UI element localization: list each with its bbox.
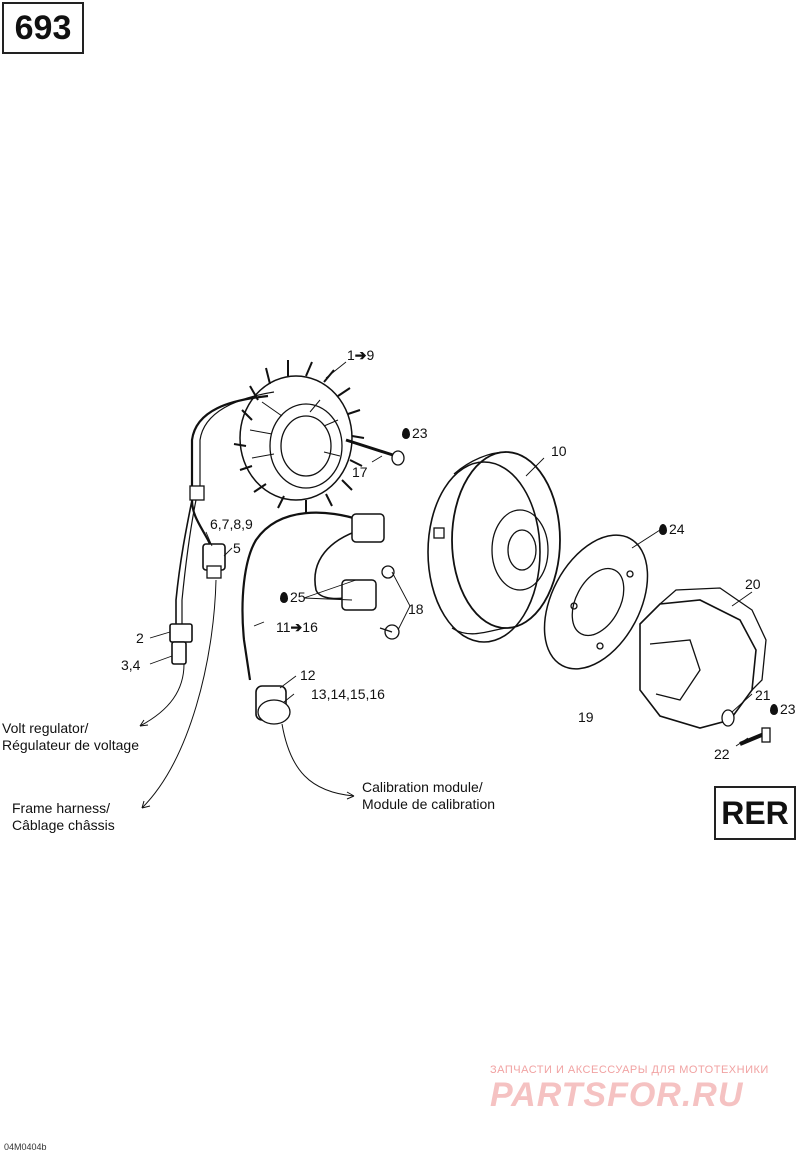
note-line: Frame harness/ xyxy=(12,800,111,816)
callout-text: 24 xyxy=(669,521,685,537)
callout-5: 5 xyxy=(233,540,241,556)
leader-lines xyxy=(149,361,753,747)
page-number-badge: 693 xyxy=(2,2,84,54)
callout-20: 20 xyxy=(745,576,761,592)
thread-locker-drop-icon xyxy=(280,592,288,603)
range-arrow-icon: ➔ xyxy=(290,619,303,635)
model-code-badge: RER xyxy=(714,786,796,840)
callout-text: 16 xyxy=(302,619,318,635)
bolt-17 xyxy=(345,438,405,466)
callout-text: 11 xyxy=(276,619,291,635)
drawing-code: 04M0404b xyxy=(4,1142,47,1152)
callout-17: 17 xyxy=(352,464,368,480)
callout-24: 24 xyxy=(659,521,685,537)
callout-2: 2 xyxy=(136,630,144,646)
callout-23-bottom: 23 xyxy=(770,701,796,717)
range-arrow-icon: ➔ xyxy=(354,347,367,363)
routing-arrows xyxy=(139,579,355,809)
callout-22: 22 xyxy=(714,746,730,762)
callout-19: 19 xyxy=(578,709,594,725)
callout-25: 25 xyxy=(280,589,306,605)
note-line: Volt regulator/ xyxy=(2,720,89,736)
thread-locker-drop-icon xyxy=(402,428,410,439)
callout-text: 9 xyxy=(366,347,375,363)
callout-6-9: 6,7,8,9 xyxy=(210,516,253,532)
note-line: Module de calibration xyxy=(362,796,496,812)
callout-text: 23 xyxy=(412,425,428,441)
callout-10: 10 xyxy=(551,443,567,459)
stator-harness xyxy=(169,391,275,665)
callout-23-top: 23 xyxy=(402,425,428,441)
watermark-tagline: ЗАПЧАСТИ И АКСЕССУАРЫ ДЛЯ МОТОТЕХНИКИ xyxy=(490,1064,769,1076)
note-calibration-module: Calibration module/ Module de calibratio… xyxy=(362,779,495,813)
note-volt-regulator: Volt regulator/ Régulateur de voltage xyxy=(2,720,139,754)
flywheel-illustration xyxy=(427,451,561,643)
ring-plate-24 xyxy=(543,534,649,670)
callout-1-9: 1➔9 xyxy=(347,347,374,363)
callout-12: 12 xyxy=(300,667,316,683)
callout-11-16: 11➔16 xyxy=(276,619,318,635)
callout-21: 21 xyxy=(755,687,771,703)
watermark-brand: PARTSFOR.RU xyxy=(490,1076,744,1114)
note-frame-harness: Frame harness/ Câblage châssis xyxy=(12,800,115,834)
trigger-coil-harness xyxy=(241,511,400,725)
callout-3-4: 3,4 xyxy=(121,657,141,673)
thread-locker-drop-icon xyxy=(770,704,778,715)
note-line: Calibration module/ xyxy=(362,779,483,795)
stator-illustration xyxy=(233,360,365,514)
thread-locker-drop-icon xyxy=(659,524,667,535)
note-line: Câblage châssis xyxy=(12,817,115,833)
callout-18: 18 xyxy=(408,601,424,617)
callout-text: 23 xyxy=(780,701,796,717)
callout-text: 1 xyxy=(347,347,355,363)
starter-clutch-20 xyxy=(639,587,767,729)
callout-13-16: 13,14,15,16 xyxy=(311,686,385,702)
bolt-22 xyxy=(721,709,771,746)
note-line: Régulateur de voltage xyxy=(2,737,139,753)
callout-text: 25 xyxy=(290,589,306,605)
